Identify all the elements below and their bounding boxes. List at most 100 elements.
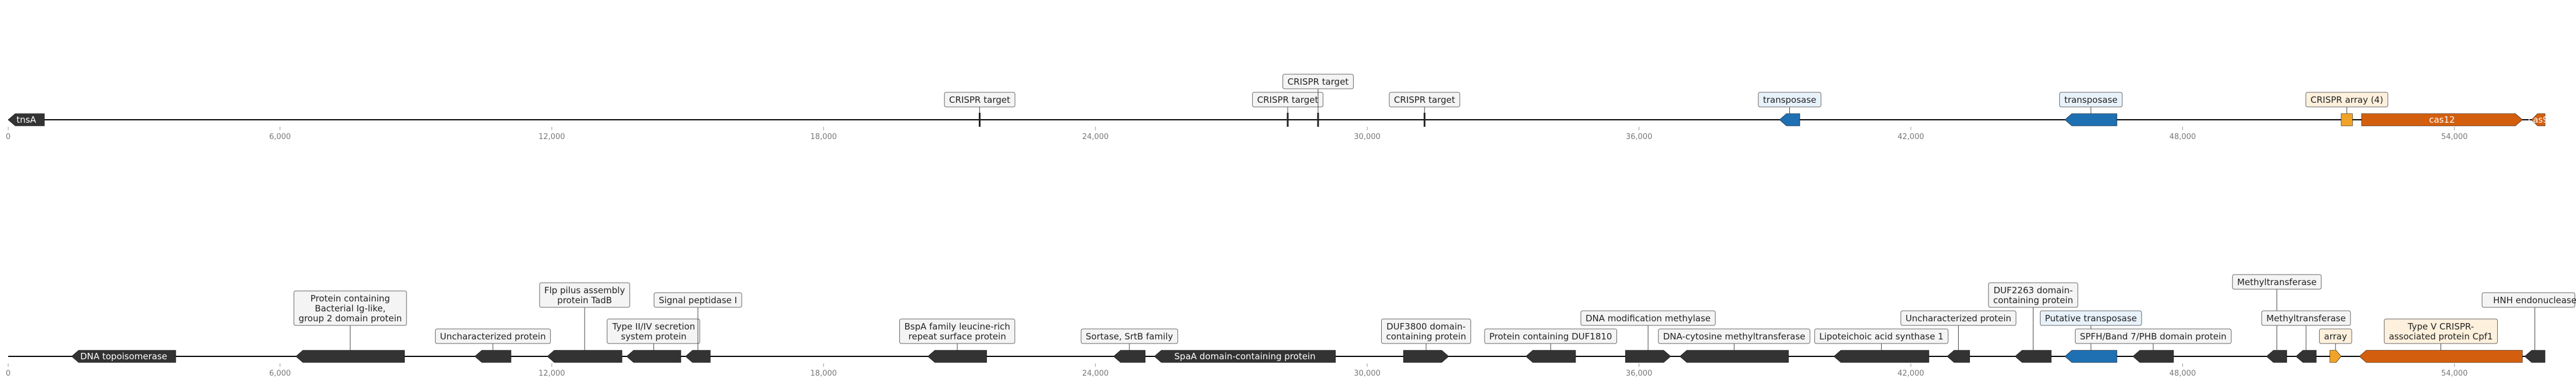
gene-label: Uncharacterized protein [1906, 313, 2011, 324]
gene-label-line: CRISPR target [949, 95, 1010, 105]
gene-label: DUF2263 domain-containing protein [1993, 285, 2073, 306]
label-box [1658, 328, 1810, 344]
label-box [2232, 274, 2322, 290]
gene-arrow[interactable] [2341, 113, 2353, 126]
gene-label-line: CRISPR target [1394, 95, 1455, 105]
gene-arrow[interactable] [2361, 113, 2523, 126]
label-box [2040, 310, 2142, 326]
gene-label-line: system protein [621, 331, 686, 342]
gene-arrow[interactable] [8, 113, 45, 126]
gene-label-line: containing protein [1386, 331, 1466, 342]
gene-arrow[interactable] [2359, 350, 2523, 363]
label-box [1988, 282, 2078, 308]
label-box [434, 328, 551, 344]
axis-tick-label: 30,000 [1354, 369, 1381, 378]
gene-arrow[interactable] [2064, 350, 2118, 363]
gene-arrow[interactable] [71, 350, 176, 363]
gene-arrow[interactable] [547, 350, 623, 363]
axis-tick-label: 6,000 [269, 369, 291, 378]
gene-label-line: Type V CRISPR- [2407, 321, 2474, 332]
gene-arrow[interactable] [1625, 350, 1671, 363]
label-box [2074, 328, 2232, 344]
gene-arrow[interactable] [2266, 350, 2288, 363]
gene-arrow[interactable] [1403, 350, 1449, 363]
gene-arrow[interactable] [296, 350, 405, 363]
gene-arrow[interactable] [1779, 113, 1800, 126]
gene-label-line: DUF3800 domain- [1386, 321, 1466, 332]
axis-tick-label: 12,000 [538, 133, 565, 141]
gene-arrow[interactable] [927, 350, 987, 363]
gene-label: array [2324, 331, 2347, 342]
gene-label-line: array [2324, 331, 2347, 342]
label-box [1252, 92, 1323, 107]
gene-arrow[interactable] [474, 350, 512, 363]
gene-label-line: BspA family leucine-rich [904, 321, 1010, 332]
gene-label: transposase [1763, 95, 1816, 105]
label-box [1080, 328, 1179, 344]
gene-arrow[interactable] [2064, 113, 2118, 126]
crispr-target-mark [1287, 113, 1289, 127]
gene-arrow[interactable] [1154, 350, 1336, 363]
axis-tick-label: 24,000 [1082, 133, 1109, 141]
gene-arrow[interactable] [1679, 350, 1789, 363]
crispr-target-mark [1423, 113, 1426, 127]
axis-tick-label: 36,000 [1626, 369, 1653, 378]
gene-label: Methyltransferase [2237, 277, 2317, 287]
gene-label: Signal peptidase I [659, 295, 737, 306]
axis-tick-label: 0 [6, 133, 11, 141]
gene-label-line: DNA-cytosine methyltransferase [1663, 331, 1806, 342]
gene-arrow[interactable] [2531, 113, 2546, 126]
gene-arrow[interactable] [2132, 350, 2174, 363]
gene-label-line: group 2 domain protein [298, 313, 402, 324]
gene-arrow[interactable] [685, 350, 711, 363]
axis-tick-label: 0 [6, 369, 11, 378]
axis-tick-label: 12,000 [538, 369, 565, 378]
axis-tick-label: 18,000 [811, 133, 837, 141]
gene-label: Putative transposase [2045, 313, 2137, 324]
label-box [1900, 310, 2017, 326]
gene-label-line: HNH endonuclease [2493, 295, 2576, 306]
gene-label-line: CRISPR target [1288, 77, 1349, 87]
gene-label-line: repeat surface protein [909, 331, 1006, 342]
gene-label: Sortase, SrtB family [1086, 331, 1173, 342]
label-box [1758, 92, 1821, 107]
gene-label: Type V CRISPR-associated protein Cpf1 [2389, 321, 2493, 342]
gene-arrow[interactable] [2524, 350, 2546, 363]
axis-tick-label: 54,000 [2441, 133, 2468, 141]
gene-arrow[interactable] [1946, 350, 1970, 363]
axis-tick-label: 18,000 [811, 369, 837, 378]
gene-label-line: SPFH/Band 7/PHB domain protein [2080, 331, 2226, 342]
gene-inner-label: cas9 [2528, 115, 2549, 125]
gene-arrow[interactable] [2295, 350, 2317, 363]
gene-label-line: CRISPR target [1257, 95, 1319, 105]
gene-arrow[interactable] [626, 350, 682, 363]
gene-arrow[interactable] [1113, 350, 1146, 363]
gene-label: CRISPR target [1394, 95, 1455, 105]
gene-label: Lipoteichoic acid synthase 1 [1819, 331, 1944, 342]
gene-label: HNH endonuclease [2493, 295, 2576, 306]
gene-label-line: Type II/IV secretion [612, 321, 696, 332]
axis-tick-label: 36,000 [1626, 133, 1653, 141]
label-box [653, 292, 742, 308]
label-box [899, 318, 1016, 344]
gene-arrow[interactable] [2014, 350, 2052, 363]
gene-arrow[interactable] [1525, 350, 1576, 363]
gene-label-line: transposase [1763, 95, 1816, 105]
gene-label: DUF3800 domain-containing protein [1386, 321, 1466, 342]
gene-arrow[interactable] [1833, 350, 1930, 363]
gene-label-line: associated protein Cpf1 [2389, 331, 2493, 342]
gene-label: SPFH/Band 7/PHB domain protein [2080, 331, 2226, 342]
label-box [2261, 310, 2351, 326]
axis-tick-label: 54,000 [2441, 369, 2468, 378]
axis-tick-label: 48,000 [2170, 133, 2196, 141]
gene-label-line: protein TadB [557, 295, 612, 306]
gene-arrow[interactable] [2330, 350, 2342, 363]
axis-tick-label: 30,000 [1354, 133, 1381, 141]
gene-label-line: Lipoteichoic acid synthase 1 [1819, 331, 1944, 342]
gene-label-line: Methyltransferase [2237, 277, 2317, 287]
